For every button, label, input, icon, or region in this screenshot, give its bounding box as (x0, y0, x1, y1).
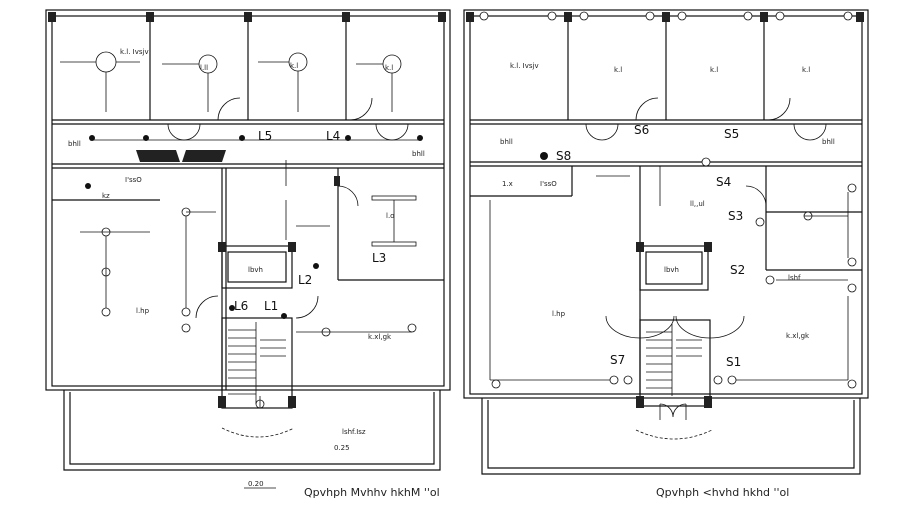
right-floor-plan: k.l. Ivsjv k.l k.l k.l bhll bhll I'ssO l… (463, 9, 869, 499)
circuit-label-S2: S2 (730, 263, 745, 277)
right-outer-wall (463, 9, 869, 399)
circuit-label-S3: S3 (728, 209, 743, 223)
room-label: bhll (500, 138, 513, 146)
circuit-label-S4: S4 (716, 175, 731, 189)
room-label: 1.x (502, 180, 513, 188)
room-label: 0.25 (334, 444, 350, 452)
circuit-label-L1: L1 (264, 299, 278, 313)
circuit-label-L5: L5 (258, 129, 272, 143)
circuit-label-L3: L3 (372, 251, 386, 265)
right-plan-caption: Qpvhph <hvhd hkhd ''ol (656, 486, 789, 499)
room-label: k.l (290, 62, 298, 70)
circuit-label-L2: L2 (298, 273, 312, 287)
circuit-label-S5: S5 (724, 127, 739, 141)
room-label: l.ll (200, 64, 208, 72)
room-label: k.l (385, 64, 393, 72)
room-label: l.hp (552, 310, 566, 318)
room-label: k.xl,gk (786, 332, 810, 340)
circuit-label-L6: L6 (234, 299, 248, 313)
room-label: bhll (68, 140, 81, 148)
room-label: lshf.Isz (342, 428, 366, 436)
room-label: lshf (788, 274, 801, 282)
circuit-label-S1: S1 (726, 355, 741, 369)
right-balcony (481, 398, 861, 475)
switch-board-icon (540, 152, 548, 160)
room-label: lbvh (664, 266, 679, 274)
left-stair-treads (228, 322, 286, 404)
room-label: k.l (614, 66, 622, 74)
left-outer-wall (45, 9, 451, 391)
circuit-label-S8: S8 (556, 149, 571, 163)
room-label: kz (102, 192, 110, 200)
circuit-label-S7: S7 (610, 353, 625, 367)
right-stair-treads (646, 324, 702, 396)
circuit-label-L4: L4 (326, 129, 340, 143)
room-label: k.xl,gk (368, 333, 392, 341)
room-label: k.l. Ivsjv (120, 48, 149, 56)
ceiling-light (95, 51, 117, 73)
left-balcony (63, 390, 441, 471)
room-label: l.hp (136, 307, 150, 315)
room-label: ll,,ul (690, 200, 705, 208)
left-floor-plan: k.l. Ivsjv l.ll k.l k.l bhll bhll I'ssO … (45, 9, 451, 499)
room-label: k.l (802, 66, 810, 74)
left-plan-caption: Qpvhph Mvhhv hkhM ''ol (304, 486, 440, 499)
room-label: I'ssO (125, 176, 142, 184)
scale-label: 0.20 (248, 480, 264, 488)
room-label: k.l. Ivsjv (510, 62, 539, 70)
room-label: bhll (412, 150, 425, 158)
room-label: k.l (710, 66, 718, 74)
room-label: I'ssO (540, 180, 557, 188)
room-label: lbvh (248, 266, 263, 274)
room-label: bhll (822, 138, 835, 146)
circuit-label-S6: S6 (634, 123, 649, 137)
room-label: l.o (386, 212, 394, 220)
